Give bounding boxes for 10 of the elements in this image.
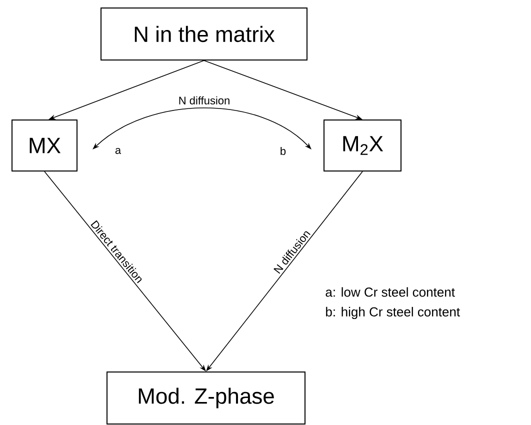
arrow-end-letter: b — [280, 146, 286, 156]
process-box: Mod. Z-phase — [106, 372, 306, 424]
process-box: N in the matrix — [100, 8, 308, 60]
arrow-end-letter: a — [115, 148, 122, 154]
edge-label: N diffusion — [177, 95, 232, 106]
legend-note: b: high Cr steel content — [326, 306, 460, 320]
process-box: M$_{2}$X — [324, 120, 402, 172]
process-box: MX — [12, 120, 78, 172]
legend-note: a: low Cr steel content — [326, 287, 455, 297]
arrow — [92, 107, 312, 150]
